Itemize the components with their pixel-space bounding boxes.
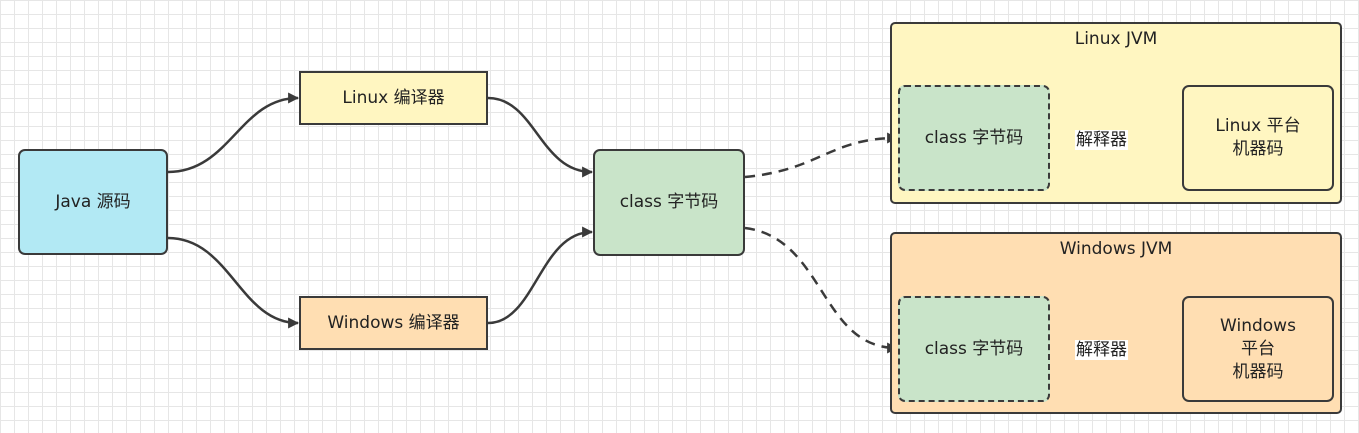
- java-source-node: Java 源码: [18, 149, 168, 255]
- linux-machine-code-line-1: Linux 平台: [1215, 116, 1301, 136]
- linux-compiler-node: Linux 编译器: [299, 71, 488, 125]
- windows-machine-code-line-1: Windows: [1220, 315, 1296, 336]
- windows-machine-code-node: Windows 平台 机器码: [1182, 296, 1334, 402]
- edge-java-to-windows-compiler: [167, 236, 300, 329]
- edge-java-to-linux-compiler: [167, 92, 300, 174]
- windows-jvm-bytecode-node: class 字节码: [898, 296, 1050, 402]
- windows-jvm-title: Windows JVM: [1059, 239, 1173, 259]
- windows-compiler-node: Windows 编译器: [299, 296, 488, 350]
- linux-jvm-title: Linux JVM: [1074, 29, 1158, 49]
- windows-machine-code-line-3: 机器码: [1232, 361, 1284, 382]
- windows-machine-code-line-2: 平台: [1240, 338, 1275, 359]
- linux-machine-code-line-2: 机器码: [1232, 139, 1284, 159]
- edge-windows-compiler-to-class: [487, 226, 594, 325]
- windows-interpreter-label: 解释器: [1075, 340, 1128, 360]
- class-bytecode-node: class 字节码: [593, 149, 745, 256]
- edge-class-to-windows-jvm: [744, 226, 899, 354]
- linux-machine-code-node: Linux 平台 机器码: [1182, 85, 1334, 191]
- edge-linux-compiler-to-class: [487, 96, 594, 178]
- linux-jvm-bytecode-node: class 字节码: [898, 85, 1050, 191]
- linux-interpreter-label: 解释器: [1075, 130, 1128, 150]
- edge-class-to-linux-jvm: [744, 132, 899, 179]
